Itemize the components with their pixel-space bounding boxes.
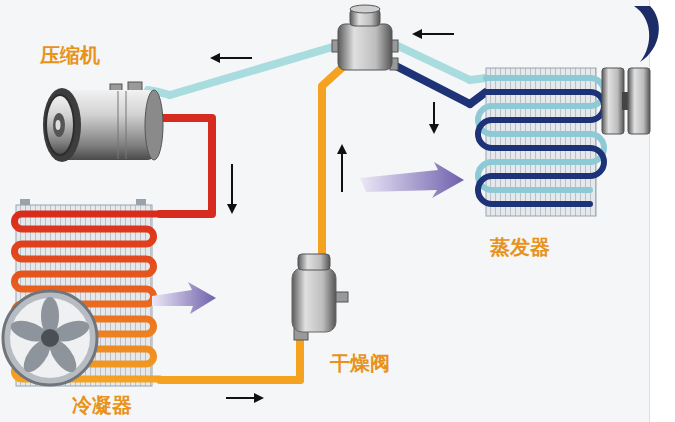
blower (602, 68, 624, 134)
corner-shape (634, 6, 659, 62)
expansion-valve (350, 5, 380, 13)
condenser-fan (3, 291, 97, 385)
flow-arrow (218, 57, 252, 59)
expansion-valve (338, 24, 392, 70)
flow-arrow (337, 144, 347, 154)
refrigerant-pipe (160, 376, 300, 384)
flow-arrow (227, 204, 237, 214)
flow-arrow (231, 164, 233, 206)
component-box: 压缩机 (36, 38, 170, 168)
flow-arrow (412, 29, 422, 39)
pipe-group (160, 46, 470, 380)
refrigerant-pipe (322, 64, 470, 250)
background (0, 0, 649, 422)
evaporator-illustration (470, 68, 604, 216)
component-label: 压缩机 (40, 44, 100, 66)
component-box: 蒸发器 (470, 60, 652, 260)
flow-arrow (210, 29, 454, 403)
drier-illustration (298, 254, 330, 270)
flow-arrow (429, 124, 439, 134)
flow-arrow (420, 33, 454, 35)
drier-illustration (292, 268, 336, 332)
refrigerant-pipe (160, 118, 212, 214)
component-box: 冷凝器 (4, 198, 160, 420)
blower (628, 68, 650, 134)
drier-illustration (296, 336, 304, 380)
corner-shape (634, 6, 659, 62)
condenser-fan (41, 329, 59, 347)
expansion-valve (332, 5, 398, 70)
background (649, 0, 650, 422)
evaporator-illustration (478, 92, 604, 204)
component-box: 干燥阀 (282, 250, 407, 380)
compressor-illustration (43, 82, 170, 162)
condenser-fan (3, 291, 97, 385)
compressor-illustration (126, 91, 127, 159)
drier-illustration (336, 292, 348, 302)
component-label: 冷凝器 (72, 394, 132, 416)
compressor-illustration (43, 88, 81, 162)
airflow-arrow (360, 162, 464, 198)
refrigerant-pipe (170, 46, 470, 95)
airflow-arrow (152, 162, 464, 314)
compressor-illustration (118, 91, 119, 159)
airflow-arrow (152, 282, 216, 314)
flow-arrow (341, 152, 343, 192)
flow-arrow (254, 393, 264, 403)
component-label: 干燥阀 (330, 352, 390, 374)
flow-arrow (226, 397, 256, 399)
compressor-illustration (46, 95, 74, 155)
compressor-illustration (145, 90, 163, 160)
flow-arrow (210, 53, 220, 63)
compressor-illustration (56, 120, 61, 130)
component-label: 蒸发器 (490, 236, 550, 258)
flow-arrow (433, 102, 435, 126)
compressor-illustration (53, 113, 65, 137)
blower (602, 68, 650, 134)
